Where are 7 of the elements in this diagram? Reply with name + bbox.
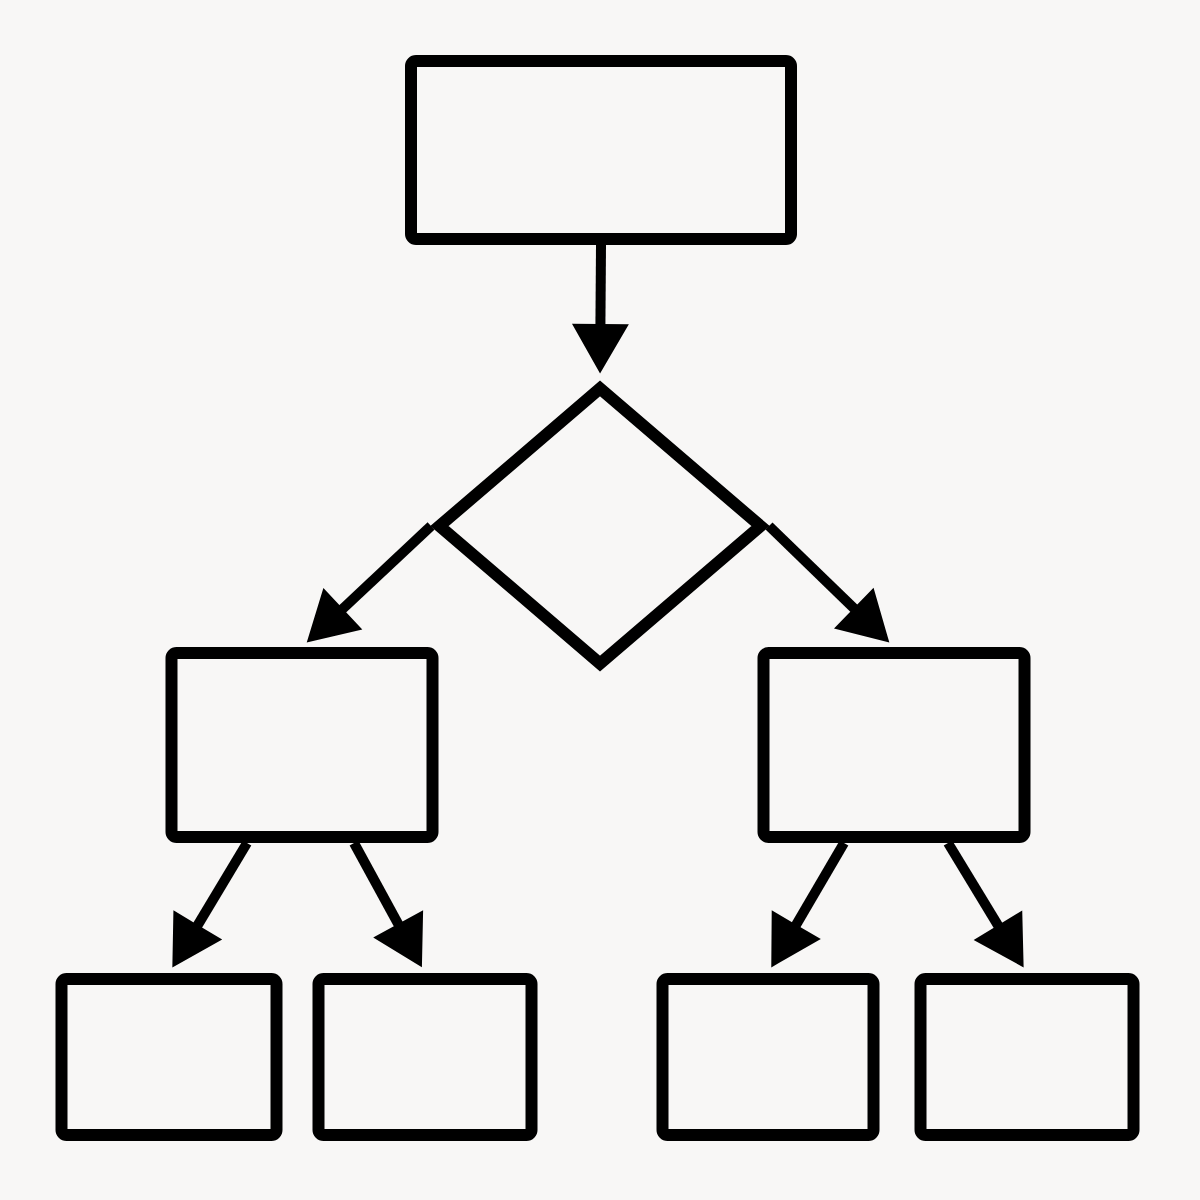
process-box	[757, 647, 1031, 843]
process-box	[656, 973, 880, 1141]
process-box	[312, 973, 538, 1141]
process-box	[405, 55, 797, 245]
process-box	[165, 647, 439, 843]
process-box	[914, 973, 1140, 1141]
process-box	[55, 973, 283, 1141]
